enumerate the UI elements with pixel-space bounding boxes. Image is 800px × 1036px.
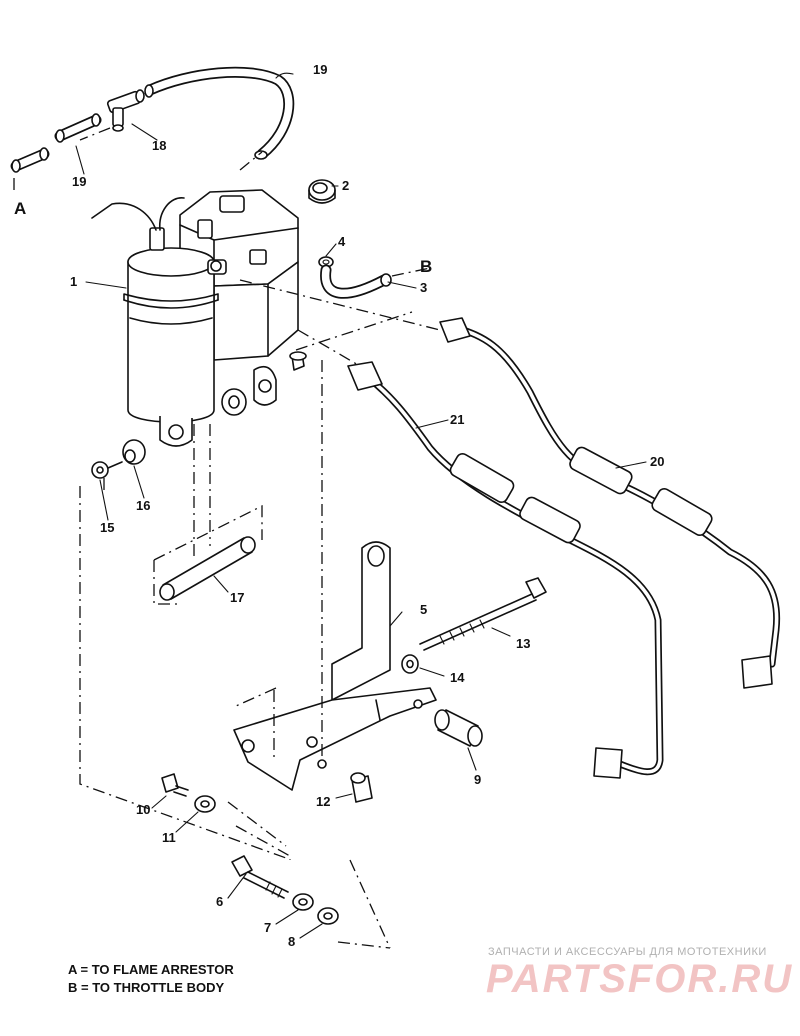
leader-lines xyxy=(75,72,647,939)
label-part-9: 9 xyxy=(474,772,481,787)
grommet-mount xyxy=(221,388,247,416)
legend-b: B = TO THROTTLE BODY xyxy=(68,980,224,995)
label-part-19-left: 19 xyxy=(72,174,86,189)
label-part-20: 20 xyxy=(650,454,664,469)
bracket-5 xyxy=(233,541,437,791)
label-part-12: 12 xyxy=(316,794,330,809)
label-part-5: 5 xyxy=(420,602,427,617)
bolt-13 xyxy=(419,577,547,651)
label-part-11: 11 xyxy=(162,830,176,845)
bolt-6 xyxy=(231,855,289,899)
label-part-1: 1 xyxy=(70,274,77,289)
fuel-line-21 xyxy=(347,361,664,779)
label-part-4: 4 xyxy=(338,234,346,249)
label-part-14: 14 xyxy=(450,670,465,685)
connector-a xyxy=(10,147,50,173)
hose-19-short xyxy=(54,113,102,143)
spacer-12 xyxy=(350,772,373,803)
fuel-line-20 xyxy=(439,317,781,689)
label-part-8: 8 xyxy=(288,934,295,949)
label-connection-b: B xyxy=(420,257,432,276)
spacer-9 xyxy=(434,709,483,747)
washer-15 xyxy=(91,461,123,479)
alignment-lines xyxy=(79,127,441,949)
hose-19-upper xyxy=(144,66,295,160)
label-part-15: 15 xyxy=(100,520,114,535)
label-part-7: 7 xyxy=(264,920,271,935)
watermark-logo: PARTSFOR.RU xyxy=(486,957,793,1001)
fuel-filter-assembly-1 xyxy=(91,189,299,447)
washer-7 xyxy=(292,893,314,911)
label-part-13: 13 xyxy=(516,636,530,651)
grommet-16 xyxy=(122,439,146,465)
washer-8 xyxy=(317,907,339,925)
label-part-6: 6 xyxy=(216,894,223,909)
label-part-3: 3 xyxy=(420,280,427,295)
legend-a: A = TO FLAME ARRESTOR xyxy=(68,962,234,977)
spacer-17 xyxy=(159,536,256,601)
washer-11 xyxy=(194,795,216,813)
label-connection-a: A xyxy=(14,199,26,218)
bolt-assembly xyxy=(289,351,307,371)
label-part-18: 18 xyxy=(152,138,166,153)
label-part-2: 2 xyxy=(342,178,349,193)
label-part-21: 21 xyxy=(450,412,464,427)
label-part-19-top: 19 xyxy=(313,62,327,77)
grommet-2 xyxy=(308,179,336,204)
label-part-16: 16 xyxy=(136,498,150,513)
label-part-10: 10 xyxy=(136,802,150,817)
tee-fitting-18 xyxy=(106,89,145,132)
hose-3 xyxy=(320,264,392,299)
screw-10 xyxy=(161,773,189,797)
label-part-17: 17 xyxy=(230,590,244,605)
watermark-tagline: ЗАПЧАСТИ И АКСЕССУАРЫ ДЛЯ МОТОТЕХНИКИ xyxy=(488,946,767,958)
washer-14 xyxy=(401,654,419,674)
